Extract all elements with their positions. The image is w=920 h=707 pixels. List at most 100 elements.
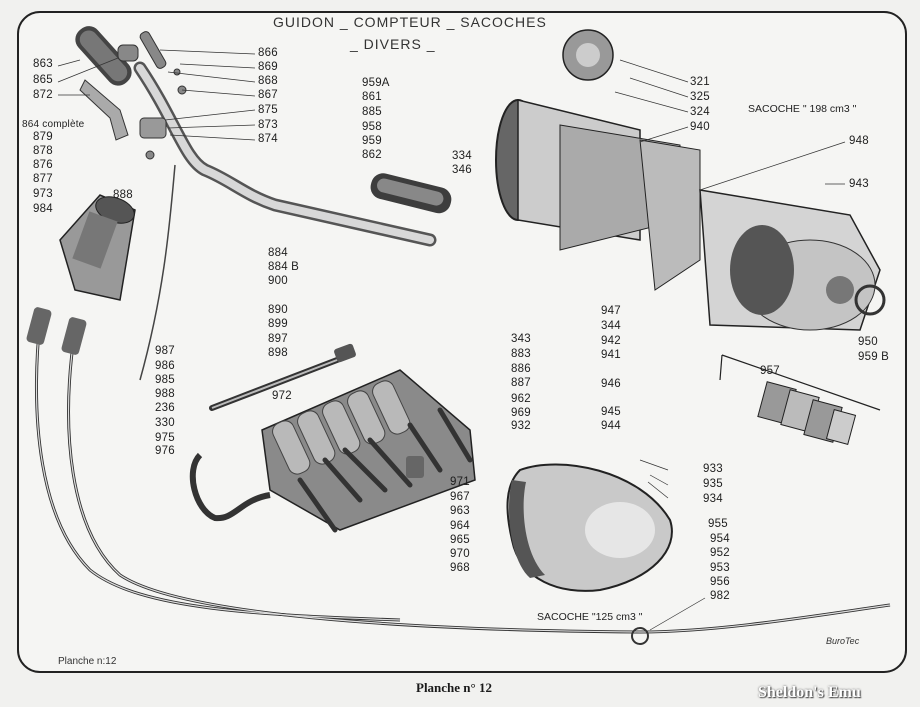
saddlebag-198-drawing	[495, 29, 886, 331]
cable-clip	[631, 627, 649, 645]
part-label-344: 344	[601, 320, 621, 332]
diagram-title: GUIDON _ COMPTEUR _ SACOCHES	[273, 14, 547, 30]
part-label-940: 940	[690, 121, 710, 133]
part-label-972: 972	[272, 390, 292, 402]
part-label-900: 900	[268, 275, 288, 287]
part-label-969: 969	[511, 407, 531, 419]
part-label-985: 985	[155, 374, 175, 386]
part-label-883: 883	[511, 348, 531, 360]
part-label-963: 963	[450, 505, 470, 517]
bolt-972-drawing	[209, 343, 356, 411]
part-label-973: 973	[33, 188, 53, 200]
part-label-971: 971	[450, 476, 470, 488]
diagram-subtitle: _ DIVERS _	[350, 36, 436, 52]
part-label-950: 950	[858, 336, 878, 348]
part-label-943: 943	[849, 178, 869, 190]
part-label-947: 947	[601, 305, 621, 317]
part-label-885: 885	[362, 106, 382, 118]
part-label-965: 965	[450, 534, 470, 546]
part-label-334: 334	[452, 150, 472, 162]
part-label-330: 330	[155, 417, 175, 429]
part-label-886: 886	[511, 363, 531, 375]
part-label-948: 948	[849, 135, 869, 147]
part-label-959B: 959 B	[858, 351, 890, 363]
part-label-867: 867	[258, 89, 278, 101]
part-label-876: 876	[33, 159, 53, 171]
part-label-884B: 884 B	[268, 261, 300, 273]
part-label-877: 877	[33, 173, 53, 185]
part-label-954: 954	[710, 533, 730, 545]
part-label-875: 875	[258, 104, 278, 116]
part-label-324: 324	[690, 106, 710, 118]
plate-number-small: Planche n:12	[58, 656, 117, 667]
part-label-899: 899	[268, 318, 288, 330]
part-label-958: 958	[362, 121, 382, 133]
part-label-964: 964	[450, 520, 470, 532]
part-label-878: 878	[33, 145, 53, 157]
part-label-236: 236	[155, 402, 175, 414]
part-label-862: 862	[362, 149, 382, 161]
part-label-872: 872	[33, 89, 53, 101]
strap-drawing	[189, 452, 271, 522]
left-grip-drawing	[75, 26, 132, 86]
part-label-864: 864 complète	[22, 119, 85, 130]
part-label-934: 934	[703, 493, 723, 505]
part-label-868: 868	[258, 75, 278, 87]
leader-lines	[57, 49, 846, 631]
part-label-869: 869	[258, 61, 278, 73]
saddlebag-125-annotation: SACOCHE "125 cm3 "	[537, 611, 643, 623]
part-label-968: 968	[450, 562, 470, 574]
part-label-873: 873	[258, 119, 278, 131]
part-label-933: 933	[703, 463, 723, 475]
part-label-942: 942	[601, 335, 621, 347]
part-label-866: 866	[258, 47, 278, 59]
part-label-945: 945	[601, 406, 621, 418]
part-label-935: 935	[703, 478, 723, 490]
part-label-953: 953	[710, 562, 730, 574]
right-grip-drawing	[370, 173, 452, 214]
part-label-897: 897	[268, 333, 288, 345]
part-label-987: 987	[155, 345, 175, 357]
plate-caption: Planche n° 12	[416, 680, 492, 695]
part-label-976: 976	[155, 445, 175, 457]
part-label-982: 982	[710, 590, 730, 602]
lever-parts-drawing	[79, 31, 187, 160]
part-label-970: 970	[450, 548, 470, 560]
part-label-988: 988	[155, 388, 175, 400]
part-label-957: 957	[760, 365, 780, 377]
tool-roll-drawing	[261, 369, 476, 533]
watermark-text: Sheldon's Emu	[758, 684, 861, 701]
part-label-967: 967	[450, 491, 470, 503]
part-label-962: 962	[511, 393, 531, 405]
part-label-959: 959	[362, 135, 382, 147]
part-label-861: 861	[362, 91, 382, 103]
part-label-952: 952	[710, 547, 730, 559]
part-label-865: 865	[33, 74, 53, 86]
part-label-874: 874	[258, 133, 278, 145]
part-label-343: 343	[511, 333, 531, 345]
part-label-887: 887	[511, 377, 531, 389]
part-label-321: 321	[690, 76, 710, 88]
part-label-884: 884	[268, 247, 288, 259]
part-label-946: 946	[601, 378, 621, 390]
part-label-941: 941	[601, 349, 621, 361]
part-label-863: 863	[33, 58, 53, 70]
speedometer-drawing	[59, 194, 136, 301]
plate-parts-drawing	[757, 381, 857, 445]
part-label-890: 890	[268, 304, 288, 316]
control-cable	[139, 164, 176, 381]
part-label-986: 986	[155, 360, 175, 372]
part-label-955: 955	[708, 518, 728, 530]
part-label-959A: 959A	[362, 77, 390, 89]
part-label-932: 932	[511, 420, 531, 432]
handlebar-drawing	[133, 61, 437, 247]
part-label-325: 325	[690, 91, 710, 103]
part-label-944: 944	[601, 420, 621, 432]
part-label-898: 898	[268, 347, 288, 359]
part-label-888: 888	[113, 189, 133, 201]
burotec-logo: BuroTec	[826, 636, 860, 646]
part-label-346: 346	[452, 164, 472, 176]
part-label-879: 879	[33, 131, 53, 143]
part-label-975: 975	[155, 432, 175, 444]
